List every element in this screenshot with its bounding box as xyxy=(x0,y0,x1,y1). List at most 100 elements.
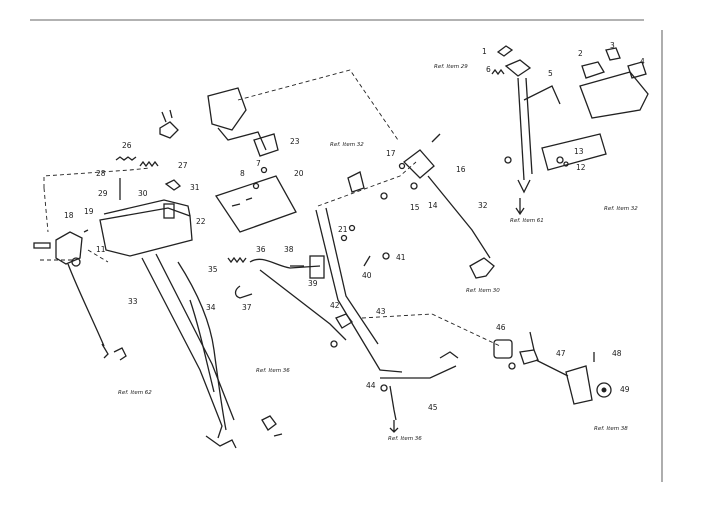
guide-14 xyxy=(87,249,109,263)
plate-20 xyxy=(214,175,297,233)
guide-center xyxy=(317,161,417,207)
knob-42 xyxy=(335,313,353,329)
hook-part xyxy=(161,109,173,123)
bolt-17 xyxy=(33,242,51,249)
part-2 xyxy=(581,61,605,79)
callout-21: 21 xyxy=(338,225,348,234)
washer-13 xyxy=(71,257,81,267)
rod-36 xyxy=(249,258,321,269)
washer-21 xyxy=(340,234,348,242)
arrow-ref-61 xyxy=(515,198,525,216)
guide-left-top xyxy=(43,167,151,188)
callout-40: 40 xyxy=(362,271,372,280)
cable-13 xyxy=(67,263,105,347)
bolt-40 xyxy=(363,255,371,267)
cable-end-62 xyxy=(101,343,127,361)
callout-26: 26 xyxy=(122,141,132,150)
rod-61 xyxy=(517,77,525,181)
callout-43: 43 xyxy=(376,307,386,316)
bolt-lower xyxy=(389,385,397,421)
bracket-5 xyxy=(504,59,532,77)
callout-12: 12 xyxy=(576,163,586,172)
callout-46: 46 xyxy=(496,323,506,332)
guide-left-vertical xyxy=(43,187,49,233)
guide-46 xyxy=(431,313,501,347)
callout-45: 45 xyxy=(428,403,438,412)
plate-20-hole xyxy=(231,197,253,207)
upper-right-assembly xyxy=(491,45,649,194)
callout-27: 27 xyxy=(178,161,188,170)
nut-21 xyxy=(260,166,268,174)
bracket-14 xyxy=(403,149,435,179)
lever-43-arm xyxy=(259,269,347,341)
rod-47 xyxy=(535,359,569,377)
callout-44: 44 xyxy=(366,381,376,390)
part-4-housing xyxy=(579,71,649,119)
callout-3: 3 xyxy=(610,41,615,50)
center-assembly xyxy=(227,133,501,421)
plate-32-lip xyxy=(103,199,191,217)
guide-43 xyxy=(361,313,433,319)
callout-11: 11 xyxy=(96,245,106,254)
callout-33: 33 xyxy=(128,297,138,306)
callout-labels: 1 2 3 4 5 6 7 8 11 12 13 14 15 16 17 18 … xyxy=(64,41,645,412)
latch-31 xyxy=(164,179,182,191)
callout-31: 31 xyxy=(190,183,200,192)
bracket-23 xyxy=(253,133,279,157)
ref-item-29: Ref. Item 29 xyxy=(434,64,468,70)
rod-61-b xyxy=(525,77,533,175)
bracket-38 xyxy=(565,365,593,405)
callout-28: 28 xyxy=(96,169,106,178)
cable-34 xyxy=(177,261,227,431)
hook-37 xyxy=(234,285,253,299)
bolt-15 xyxy=(410,182,418,190)
pin-19 xyxy=(83,229,89,233)
callout-42: 42 xyxy=(330,301,340,310)
callout-32: 32 xyxy=(478,201,488,210)
ref-item-38: Ref. Item 38 xyxy=(594,426,628,432)
callout-23: 23 xyxy=(290,137,300,146)
ref-item-36-left: Ref. Item 36 xyxy=(256,368,290,374)
callout-29: 29 xyxy=(98,189,108,198)
bolt-33 xyxy=(330,340,338,348)
ref-item-32-top: Ref. Item 32 xyxy=(330,142,364,148)
bracket-39 xyxy=(309,255,325,279)
callout-30: 30 xyxy=(138,189,148,198)
callout-36: 36 xyxy=(256,245,266,254)
spring-6 xyxy=(491,68,505,76)
cable-34-lower xyxy=(189,299,215,393)
nut-16 xyxy=(380,192,388,200)
callout-14: 14 xyxy=(428,201,438,210)
right-lower-assembly xyxy=(493,331,612,405)
callout-38: 38 xyxy=(284,245,294,254)
clip-1 xyxy=(496,45,514,57)
nut-19-lower xyxy=(508,362,516,370)
ref-item-32-right: Ref. Item 32 xyxy=(604,206,638,212)
callout-4: 4 xyxy=(640,57,645,66)
reference-labels: Ref. Item 29 Ref. Item 32 Ref. Item 32 R… xyxy=(118,64,638,442)
sleeve-46 xyxy=(493,339,513,359)
clip-part xyxy=(159,121,179,139)
callout-39: 39 xyxy=(308,279,318,288)
disc-49 xyxy=(596,382,612,398)
callout-8: 8 xyxy=(240,169,245,178)
callout-16: 16 xyxy=(456,165,466,174)
callout-19: 19 xyxy=(84,207,94,216)
callout-49: 49 xyxy=(620,385,630,394)
handle-33-grip xyxy=(205,435,237,449)
callout-35: 35 xyxy=(208,265,218,274)
callout-5: 5 xyxy=(548,69,553,78)
rod-61-end xyxy=(517,179,531,194)
guide-top xyxy=(237,69,399,141)
ref-item-36-center: Ref. Item 36 xyxy=(388,436,422,442)
callout-17: 17 xyxy=(386,149,396,158)
handle-33-b xyxy=(155,253,235,421)
washer-17c xyxy=(398,162,406,170)
spring-28 xyxy=(115,156,137,161)
part-4-tab xyxy=(627,61,647,79)
link-45 xyxy=(380,365,457,379)
bolt-8 xyxy=(252,182,260,190)
slot-22 xyxy=(163,203,175,219)
callout-1: 1 xyxy=(482,47,487,56)
lever-43-b xyxy=(325,207,379,345)
